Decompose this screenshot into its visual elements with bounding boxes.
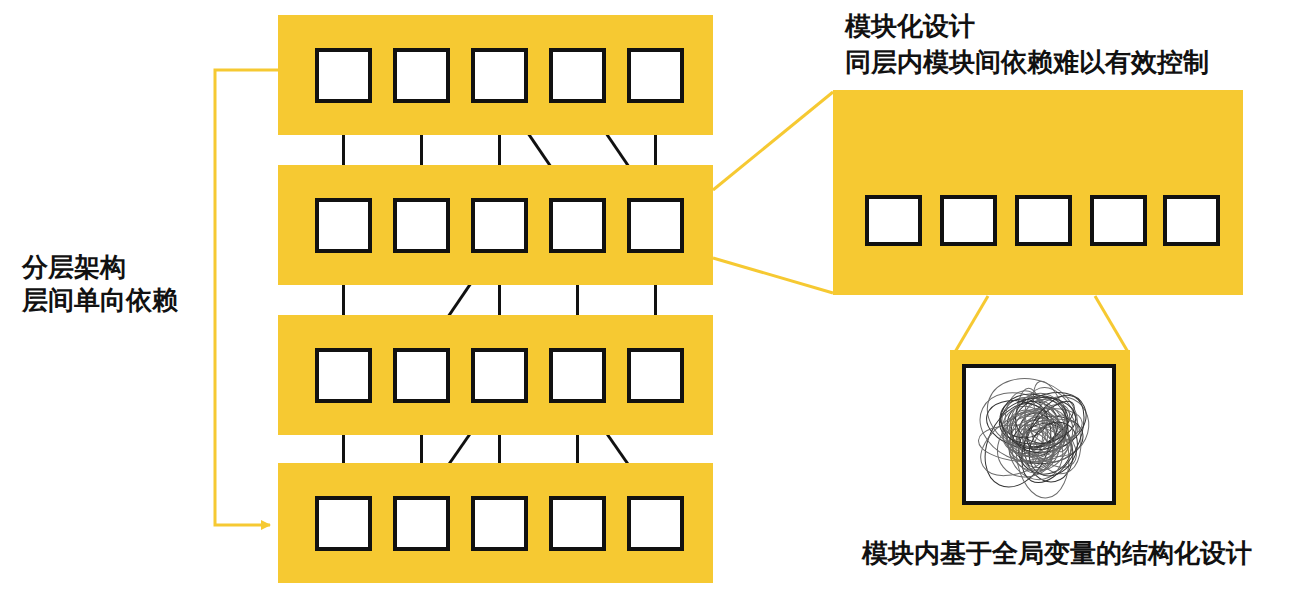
scribble-stroke xyxy=(998,397,1048,440)
module-box xyxy=(315,496,372,551)
scribble-stroke xyxy=(1006,400,1059,448)
scribble-stroke xyxy=(1022,416,1080,448)
scribble-stroke xyxy=(969,394,1079,490)
scribble-stroke xyxy=(1000,425,1051,461)
module-box xyxy=(393,48,450,103)
scribble-stroke xyxy=(1020,394,1081,454)
scribble-stroke xyxy=(1000,384,1074,463)
zoom-line xyxy=(713,258,833,293)
module-box xyxy=(393,496,450,551)
heading-note: 同层内模块间依赖难以有效控制 xyxy=(845,46,1209,78)
scribble-stroke xyxy=(998,403,1049,457)
scribble-stroke xyxy=(981,393,1062,456)
scribble-stroke xyxy=(977,422,1069,465)
scribble-stroke xyxy=(1015,396,1078,456)
module-box xyxy=(315,348,372,403)
module-box xyxy=(549,348,606,403)
scribble-stroke xyxy=(985,403,1073,489)
scribble-stroke xyxy=(1000,405,1071,470)
module-box xyxy=(627,348,684,403)
module-box xyxy=(393,198,450,253)
layer-band xyxy=(278,463,713,583)
module-box xyxy=(315,48,372,103)
scribble-stroke xyxy=(1021,387,1099,466)
module-box xyxy=(627,48,684,103)
module-box xyxy=(940,195,997,246)
scribble-stroke xyxy=(999,411,1073,489)
module-interior-box xyxy=(962,364,1116,505)
module-box xyxy=(549,48,606,103)
scribble-stroke xyxy=(972,393,1063,498)
module-box xyxy=(1163,195,1220,246)
scribble-stroke xyxy=(1015,421,1056,470)
zoom-line xyxy=(713,92,833,190)
scribble-stroke xyxy=(1010,429,1056,472)
module-box xyxy=(1090,195,1147,246)
scribble-stroke xyxy=(1016,390,1085,457)
scribble-stroke xyxy=(1015,388,1044,464)
scribble-stroke xyxy=(1015,381,1091,481)
module-box xyxy=(315,198,372,253)
module-box xyxy=(393,348,450,403)
scribble-stroke xyxy=(1009,385,1097,492)
layer-bracket xyxy=(215,70,278,525)
scribble-stroke xyxy=(1012,407,1073,500)
layer-band xyxy=(278,15,713,135)
zoom-line xyxy=(955,296,988,352)
scribble-stroke xyxy=(1001,405,1052,461)
scribble-stroke xyxy=(1011,391,1072,448)
layer-band xyxy=(278,165,713,285)
scribble-stroke xyxy=(977,366,1089,465)
scribble-stroke xyxy=(1002,381,1096,463)
zoom-line xyxy=(1095,296,1128,352)
module-box xyxy=(627,496,684,551)
caption-note: 模块内基于全局变量的结构化设计 xyxy=(862,537,1252,569)
module-box xyxy=(865,195,922,246)
scribble-stroke xyxy=(1001,402,1081,472)
heading-note: 分层架构 xyxy=(22,251,126,283)
heading-note: 模块化设计 xyxy=(845,10,975,42)
scribble-stroke xyxy=(1000,388,1076,466)
scribble-stroke xyxy=(997,394,1078,448)
layer-band xyxy=(278,315,713,435)
scribble-stroke xyxy=(1021,429,1055,472)
scribble-stroke xyxy=(1008,411,1086,469)
scribble-stroke xyxy=(994,386,1075,458)
zoom-panel xyxy=(950,350,1130,520)
scribble-stroke xyxy=(968,380,1073,475)
scribble-stroke xyxy=(998,387,1061,478)
module-box xyxy=(549,496,606,551)
heading-note: 层间单向依赖 xyxy=(22,284,178,316)
module-box xyxy=(471,198,528,253)
scribble-stroke xyxy=(1015,408,1086,477)
scribble-stroke xyxy=(1000,404,1085,452)
module-box xyxy=(549,198,606,253)
scribble-stroke xyxy=(1020,413,1087,484)
module-box xyxy=(471,348,528,403)
scribble-stroke xyxy=(1026,377,1076,456)
scribble-stroke xyxy=(1015,410,1058,459)
scribble-stroke xyxy=(1024,409,1081,477)
module-box xyxy=(1015,195,1072,246)
module-box xyxy=(471,48,528,103)
module-box xyxy=(627,198,684,253)
scribble-stroke xyxy=(990,385,1079,472)
zoom-panel xyxy=(833,90,1243,295)
scribble-stroke xyxy=(1005,420,1069,467)
scribble-stroke xyxy=(1012,417,1078,481)
module-box xyxy=(471,496,528,551)
scribble-stroke xyxy=(1019,416,1079,487)
